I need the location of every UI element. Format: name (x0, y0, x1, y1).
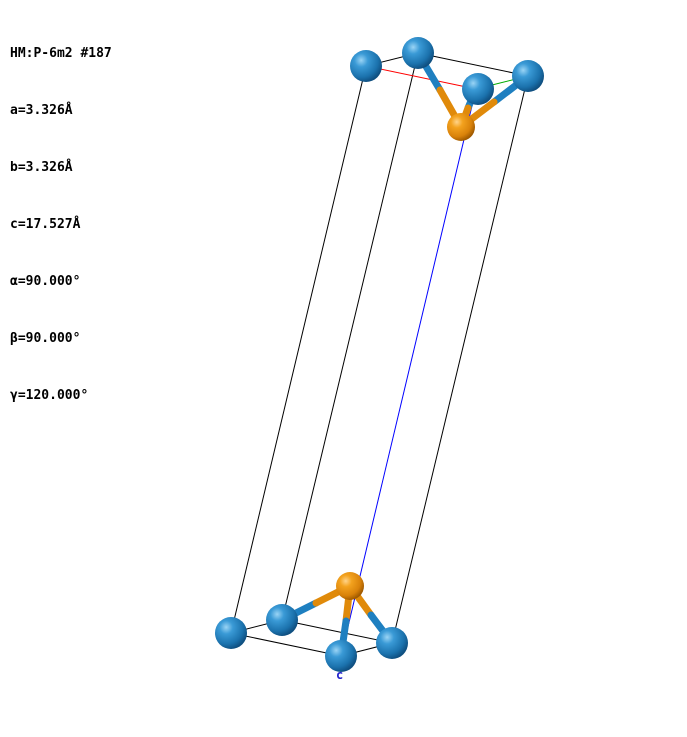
cell-parameters-panel: HM:P-6m2 #187 a=3.326Å b=3.326Å c=17.527… (10, 6, 112, 424)
lattice-b-label: b=3.326Å (10, 160, 73, 175)
cell-edge (391, 75, 529, 644)
atoms (215, 37, 544, 672)
axis-a-line (365, 65, 477, 90)
atom-blue[interactable] (462, 73, 494, 105)
angle-gamma-label: γ=120.000° (10, 388, 89, 403)
unit-cell-edges (230, 52, 529, 657)
atom-blue[interactable] (215, 617, 247, 649)
cell-edge (281, 619, 393, 644)
axis-c-label: c (336, 668, 343, 682)
atom-blue[interactable] (512, 60, 544, 92)
atom-orange[interactable] (447, 113, 475, 141)
angle-alpha-label: α=90.000° (10, 274, 81, 289)
angle-beta-label: β=90.000° (10, 331, 81, 346)
lattice-c-label: c=17.527Å (10, 217, 81, 232)
lattice-a-label: a=3.326Å (10, 103, 73, 118)
cell-edge (230, 65, 367, 634)
cell-edge (281, 52, 419, 621)
atom-blue[interactable] (376, 627, 408, 659)
cell-edge (417, 52, 529, 77)
atom-blue[interactable] (350, 50, 382, 82)
axis-c-line (340, 88, 477, 657)
atom-orange[interactable] (336, 572, 364, 600)
cell-edge (230, 632, 342, 657)
atom-blue[interactable] (325, 640, 357, 672)
space-group-label: HM:P-6m2 #187 (10, 46, 112, 61)
atom-blue[interactable] (402, 37, 434, 69)
atom-blue[interactable] (266, 604, 298, 636)
